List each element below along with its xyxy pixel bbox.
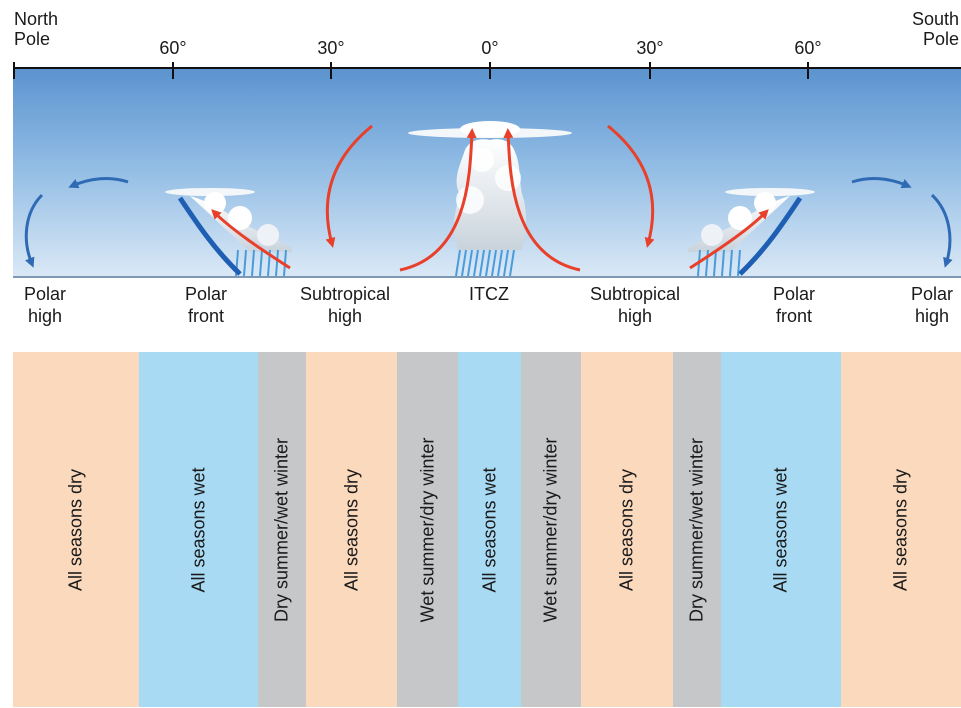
south-front-rain bbox=[697, 249, 741, 277]
band-label: All seasons dry bbox=[341, 468, 361, 591]
band-label: Wet summer/dry winter bbox=[417, 437, 437, 622]
tick-label-60s: 60° bbox=[794, 38, 822, 58]
itcz-rising-arrow-right bbox=[503, 128, 581, 272]
precip-band: All seasons dry bbox=[841, 352, 961, 707]
band-label: All seasons dry bbox=[65, 468, 86, 591]
tick-equator bbox=[489, 62, 491, 79]
itcz-rising-arrow-left bbox=[399, 128, 477, 272]
tick-30n bbox=[330, 62, 332, 79]
precip-band: All seasons dry bbox=[581, 352, 673, 707]
band-label: All seasons dry bbox=[616, 468, 637, 591]
south-polar-upper-arrow bbox=[851, 177, 912, 189]
north-pole-label: North Pole bbox=[14, 9, 59, 49]
precip-band: All seasons wet bbox=[721, 352, 841, 707]
north-front-cloud bbox=[165, 188, 292, 252]
tick-north-pole bbox=[13, 62, 15, 79]
band-label: Dry summer/wet winter bbox=[271, 437, 292, 622]
itcz-cloud bbox=[408, 121, 572, 250]
precip-band: All seasons dry bbox=[13, 352, 139, 707]
precip-band: All seasons dry bbox=[306, 352, 397, 707]
north-front-rain bbox=[235, 249, 287, 277]
north-subtropical-sinking-arrow bbox=[325, 124, 373, 248]
south-polar-sinking-arrow bbox=[930, 193, 953, 268]
zone-label-itcz: ITCZ bbox=[469, 284, 509, 304]
south-subtropical-sinking-arrow bbox=[607, 124, 655, 248]
south-pole-label: South Pole bbox=[911, 9, 959, 49]
precip-band: Dry summer/wet winter bbox=[258, 352, 306, 707]
ground-line bbox=[13, 276, 961, 278]
north-polar-upper-arrow bbox=[68, 177, 129, 189]
band-label: All seasons dry bbox=[890, 468, 911, 591]
precip-band: Dry summer/wet winter bbox=[673, 352, 721, 707]
south-front-cloud bbox=[688, 188, 815, 252]
south-polar-front-line bbox=[738, 196, 803, 276]
north-polar-front-line bbox=[177, 196, 242, 276]
tick-30s bbox=[649, 62, 651, 79]
precip-band: Wet summer/dry winter bbox=[521, 352, 581, 707]
band-label: All seasons wet bbox=[188, 466, 208, 593]
circulation-illustration bbox=[24, 121, 953, 277]
itcz-rain bbox=[455, 249, 515, 277]
north-front-rising-arrow bbox=[211, 209, 291, 270]
band-label: All seasons wet bbox=[479, 466, 499, 593]
band-label: Dry summer/wet winter bbox=[686, 437, 707, 622]
band-label: All seasons wet bbox=[770, 466, 791, 593]
tick-label-30n: 30° bbox=[317, 38, 345, 58]
tick-label-30s: 30° bbox=[636, 38, 664, 58]
tick-60s bbox=[807, 62, 809, 79]
tick-label-equator: 0° bbox=[481, 38, 499, 58]
precip-band: Wet summer/dry winter bbox=[397, 352, 458, 707]
precip-band: All seasons wet bbox=[458, 352, 521, 707]
tick-label-60n: 60° bbox=[159, 38, 187, 58]
latitude-axis bbox=[13, 67, 961, 69]
tick-60n bbox=[172, 62, 174, 79]
band-label: Wet summer/dry winter bbox=[540, 437, 561, 622]
north-polar-sinking-arrow bbox=[24, 193, 44, 268]
precip-band: All seasons wet bbox=[139, 352, 258, 707]
south-front-rising-arrow bbox=[689, 209, 769, 270]
